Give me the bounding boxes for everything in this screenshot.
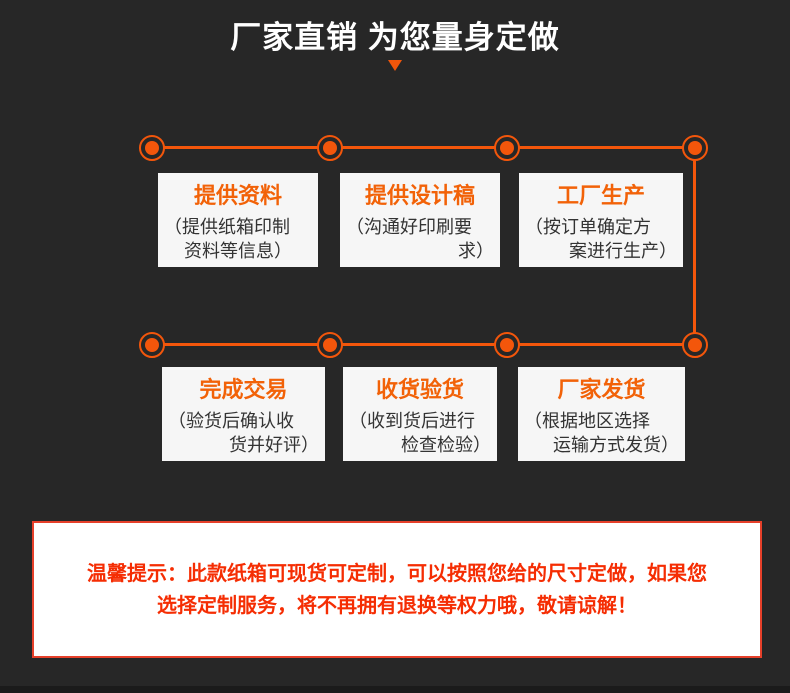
flow-line-top bbox=[152, 146, 695, 149]
notice-text-line: 选择定制服务，将不再拥有退换等权力哦，敬请谅解！ bbox=[157, 594, 637, 617]
step-box-provide-materials: 提供资料 （提供纸箱印制 资料等信息） bbox=[158, 173, 318, 267]
flow-node-icon bbox=[139, 135, 165, 161]
flow-node-icon bbox=[139, 332, 165, 358]
step-box-factory-ship: 厂家发货 （根据地区选择 运输方式发货） bbox=[518, 367, 685, 461]
step-desc-line: 货并好评） bbox=[229, 435, 319, 455]
flow-line-right bbox=[693, 148, 696, 345]
step-desc-line: 案进行生产） bbox=[569, 241, 677, 261]
step-desc-line: （收到货后进行 bbox=[349, 411, 475, 431]
flow-node-icon bbox=[494, 135, 520, 161]
flow-node-icon bbox=[682, 332, 708, 358]
step-title: 提供设计稿 bbox=[364, 183, 475, 208]
flow-line-bottom bbox=[152, 343, 695, 346]
triangle-down-icon bbox=[388, 60, 402, 71]
step-title: 收货验货 bbox=[375, 377, 464, 402]
step-desc-line: （根据地区选择 bbox=[524, 411, 650, 431]
flow-node-icon bbox=[317, 332, 343, 358]
step-desc-line: 求） bbox=[458, 241, 494, 261]
step-desc-line: （按订单确定方 bbox=[525, 217, 651, 237]
step-desc-line: 运输方式发货） bbox=[553, 435, 679, 455]
step-desc-line: 资料等信息） bbox=[184, 241, 292, 261]
step-desc-line: （沟通好印刷要 bbox=[346, 217, 472, 237]
notice-text-line: 温馨提示：此款纸箱可现货可定制，可以按照您给的尺寸定做，如果您 bbox=[87, 562, 707, 585]
step-desc-line: 检查检验） bbox=[401, 435, 491, 455]
step-box-complete-transaction: 完成交易 （验货后确认收 货并好评） bbox=[162, 367, 325, 461]
step-desc-line: （验货后确认收 bbox=[168, 411, 294, 431]
footer-strip bbox=[0, 686, 790, 693]
step-title: 厂家发货 bbox=[557, 377, 646, 402]
step-title: 工厂生产 bbox=[556, 183, 645, 208]
notice-box: 温馨提示：此款纸箱可现货可定制，可以按照您给的尺寸定做，如果您 选择定制服务，将… bbox=[32, 521, 762, 658]
step-box-provide-design: 提供设计稿 （沟通好印刷要 求） bbox=[340, 173, 500, 267]
step-title: 提供资料 bbox=[193, 183, 282, 208]
step-desc-line: （提供纸箱印制 bbox=[164, 217, 290, 237]
flow-node-icon bbox=[682, 135, 708, 161]
flow-node-icon bbox=[494, 332, 520, 358]
flow-node-icon bbox=[317, 135, 343, 161]
step-box-factory-production: 工厂生产 （按订单确定方 案进行生产） bbox=[519, 173, 683, 267]
page-title: 厂家直销 为您量身定做 bbox=[230, 20, 560, 55]
step-title: 完成交易 bbox=[199, 377, 288, 402]
step-box-receive-inspect: 收货验货 （收到货后进行 检查检验） bbox=[343, 367, 497, 461]
